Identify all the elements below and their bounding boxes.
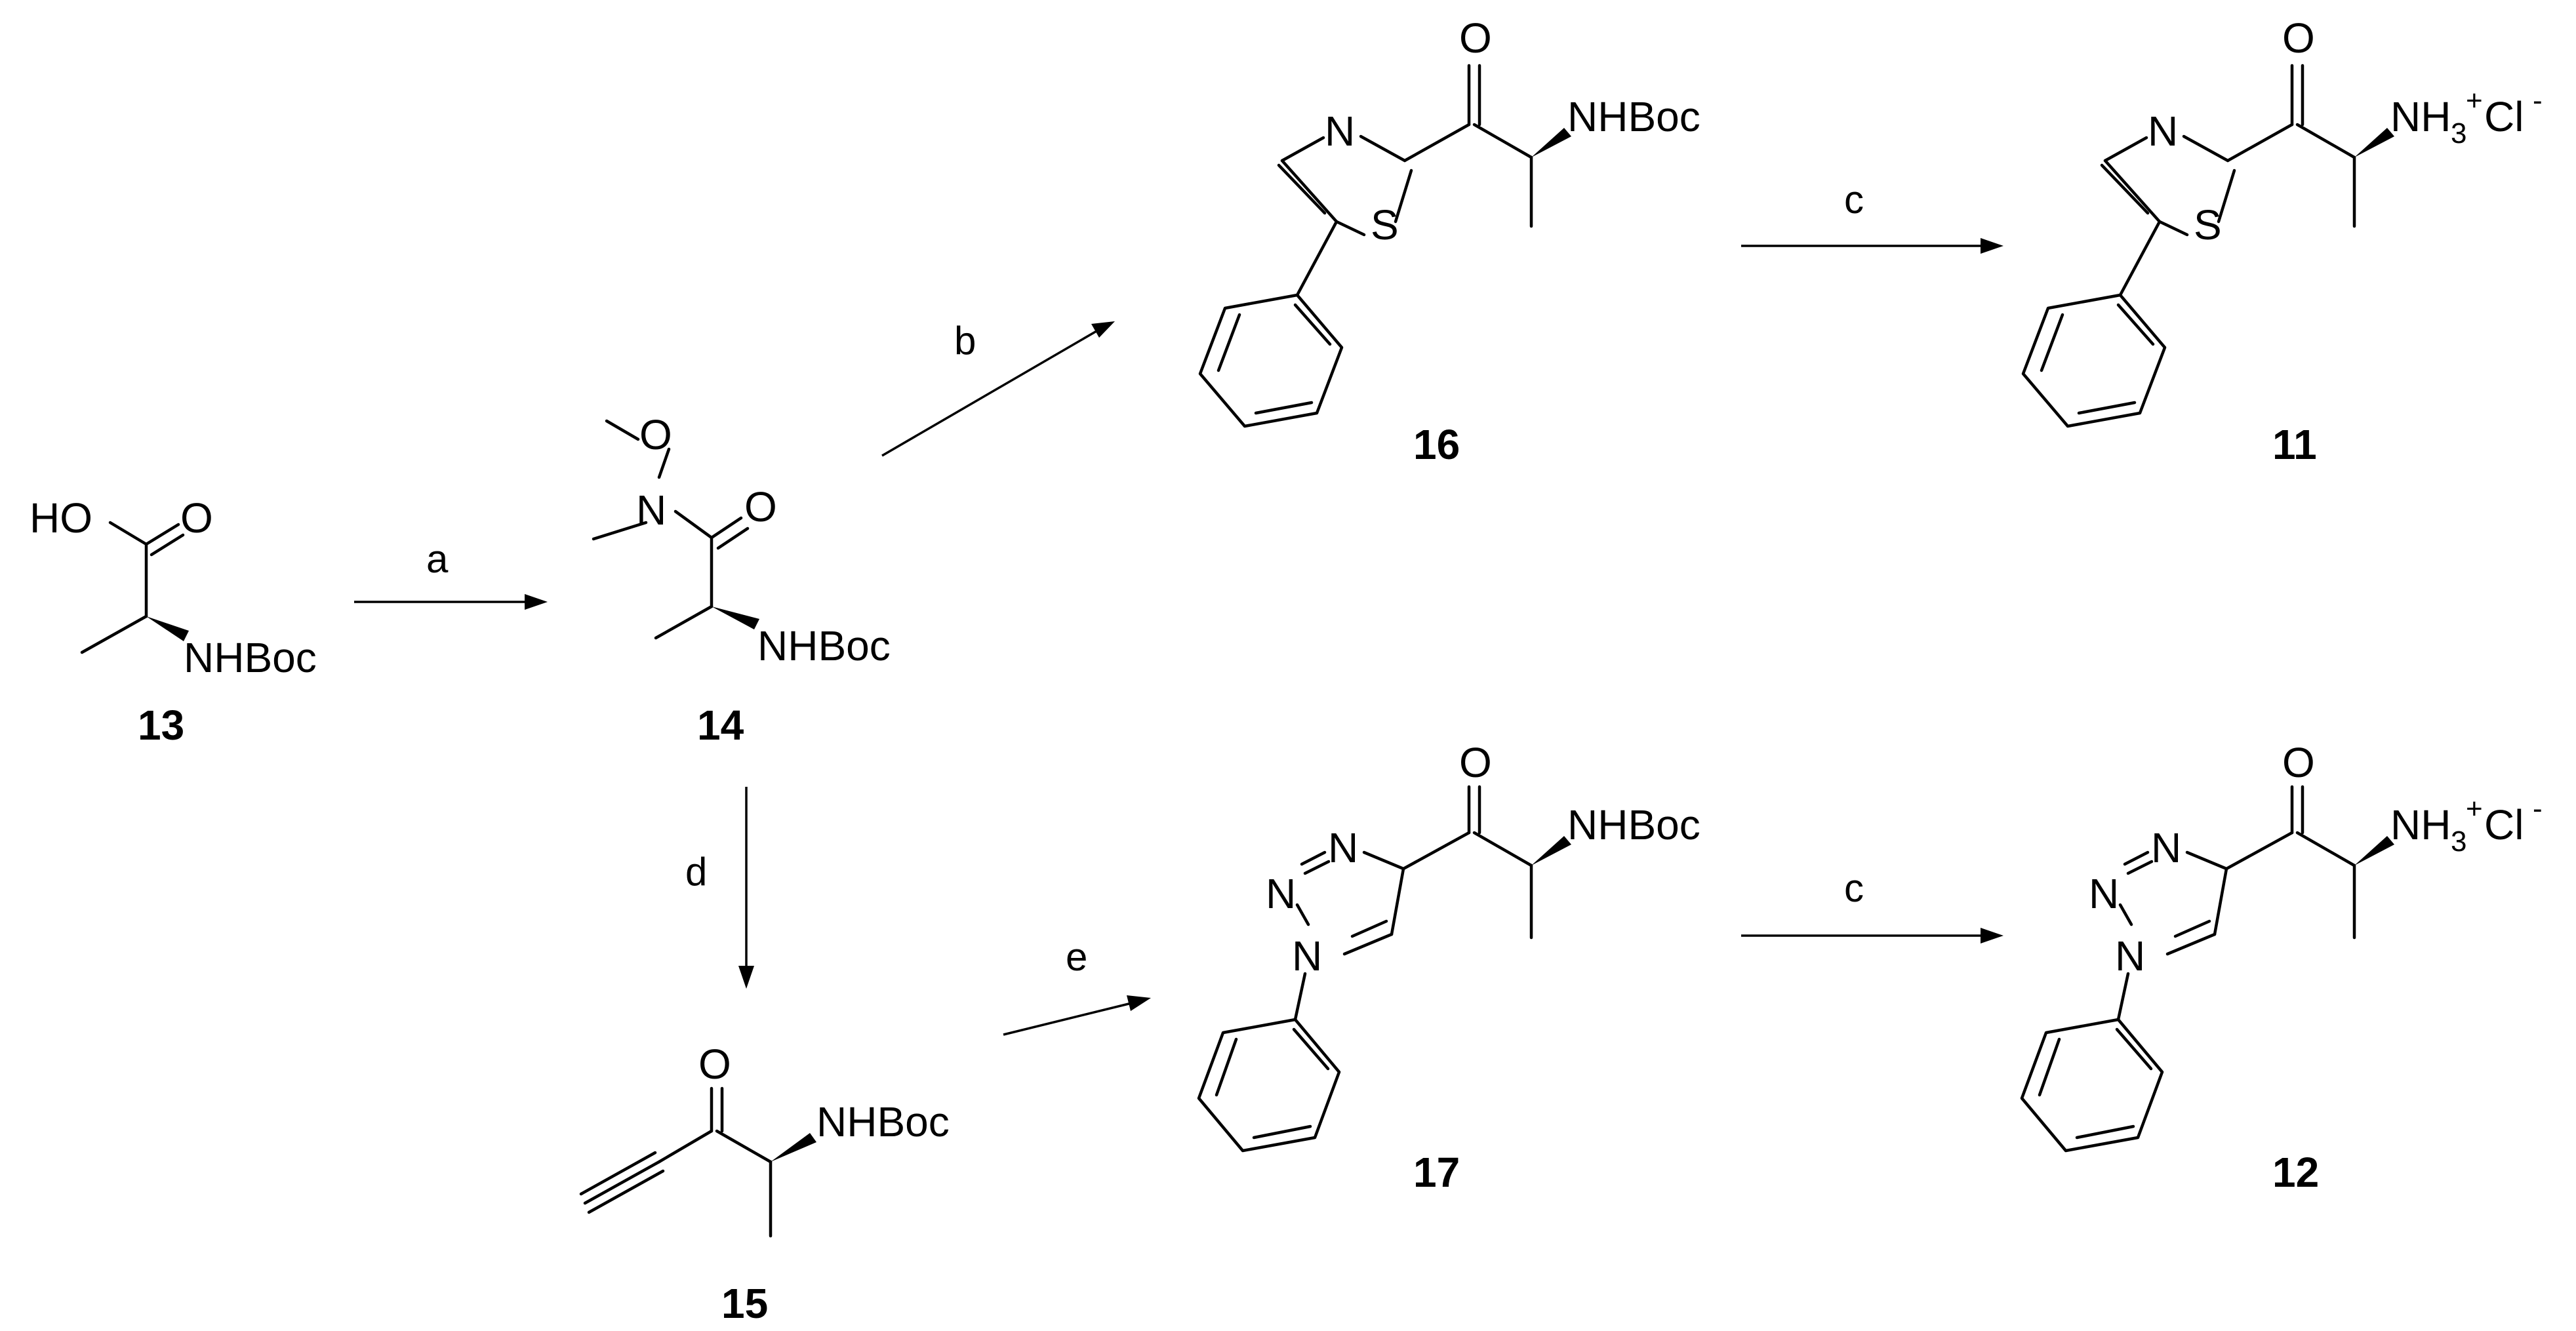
compound-16: N S O NHBoc 16	[1198, 14, 1701, 468]
compound-12: N N N O NH 3 + Cl - 12	[2020, 739, 2543, 1196]
reagent-c-bottom-label: c	[1844, 866, 1864, 910]
amide-nitrogen-label: N	[636, 487, 666, 534]
nhboc-label: NHBoc	[184, 634, 317, 681]
chloride-label: Cl	[2484, 801, 2524, 848]
carbonyl-oxygen-label: O	[2282, 14, 2315, 62]
compound-15: O NHBoc 15	[579, 1041, 950, 1327]
reagent-c-top-label: c	[1844, 178, 1864, 222]
chloride-charge-minus: -	[2533, 793, 2543, 825]
carbonyl-oxygen-label: O	[744, 483, 777, 530]
compound-label-13: 13	[138, 702, 184, 749]
triazole-n1-label: N	[1292, 932, 1322, 980]
compound-label-15: 15	[721, 1280, 768, 1327]
reagent-d-label: d	[685, 850, 707, 894]
arrow-c-bottom: c	[1741, 866, 2003, 944]
arrow-d: d	[685, 787, 754, 989]
ammonium-label: NH	[2390, 801, 2451, 848]
nhboc-label: NHBoc	[816, 1098, 950, 1145]
triazole-n2-label: N	[2089, 870, 2119, 917]
triazole-n1-label: N	[2115, 932, 2145, 980]
nhboc-label: NHBoc	[1567, 801, 1701, 848]
compound-14: O N O NHBoc 14	[592, 411, 891, 749]
carbonyl-oxygen-label: O	[698, 1041, 731, 1088]
reagent-e-label: e	[1066, 935, 1087, 979]
carbonyl-oxygen-label: O	[1459, 14, 1492, 62]
reagent-a-label: a	[426, 537, 449, 581]
nhboc-label: NHBoc	[1567, 93, 1701, 140]
compound-13: HO O NHBoc 13	[30, 494, 317, 749]
thiazole-nitrogen-label: N	[2148, 108, 2178, 155]
arrow-b: b	[881, 319, 1115, 457]
carbonyl-oxygen-label: O	[1459, 739, 1492, 786]
chloride-charge-minus: -	[2533, 85, 2543, 117]
arrow-c-top: c	[1741, 178, 2003, 254]
hydroxyl-label: HO	[30, 494, 92, 542]
thiazole-sulfur-label: S	[1371, 201, 1399, 248]
ammonium-charge-plus: +	[2466, 793, 2483, 825]
reagent-b-label: b	[954, 319, 976, 363]
compound-label-17: 17	[1413, 1149, 1460, 1196]
carbonyl-oxygen-label: O	[2282, 739, 2315, 786]
triazole-n3-label: N	[1328, 824, 1358, 871]
ammonium-label: NH	[2390, 93, 2451, 140]
compound-label-11: 11	[2272, 421, 2317, 468]
methoxy-oxygen-label: O	[639, 411, 672, 458]
triazole-n2-label: N	[1266, 870, 1296, 917]
compound-17: N N N O NHBoc 17	[1197, 739, 1701, 1196]
ammonium-subscript-3: 3	[2451, 825, 2466, 858]
thiazole-sulfur-label: S	[2194, 201, 2222, 248]
carbonyl-oxygen-label: O	[180, 494, 213, 542]
triazole-n3-label: N	[2151, 824, 2181, 871]
ammonium-charge-plus: +	[2466, 85, 2483, 117]
arrow-a: a	[354, 537, 548, 610]
compound-label-14: 14	[697, 702, 744, 749]
nhboc-label: NHBoc	[757, 622, 891, 669]
ammonium-subscript-3: 3	[2451, 117, 2466, 149]
compound-label-16: 16	[1413, 421, 1460, 468]
arrow-e: e	[1003, 935, 1151, 1036]
compound-11: N S O NH 3 + Cl - 11	[2021, 14, 2543, 468]
compound-label-12: 12	[2272, 1149, 2319, 1196]
thiazole-nitrogen-label: N	[1325, 108, 1355, 155]
chloride-label: Cl	[2484, 93, 2524, 140]
